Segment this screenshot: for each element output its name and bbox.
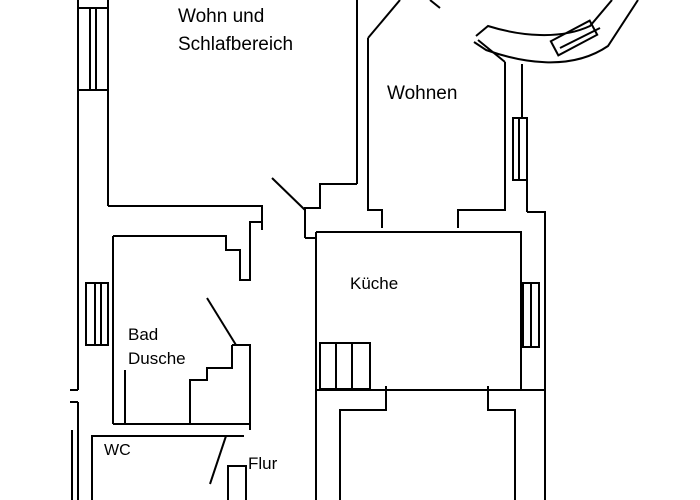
window-kueche-right xyxy=(522,282,540,348)
room-wohnen-walls xyxy=(367,0,506,228)
room-kueche-walls xyxy=(315,231,522,500)
room-wc-walls xyxy=(91,435,247,500)
room-label-wohn-schlaf-line1: Wohn und xyxy=(178,6,265,27)
room-label-dusche: Dusche xyxy=(128,349,186,368)
room-label-wc: WC xyxy=(104,442,131,459)
window-wohnen-right xyxy=(512,117,528,181)
door-wc xyxy=(209,435,227,485)
room-label-wohnen: Wohnen xyxy=(387,83,458,104)
room-label-flur: Flur xyxy=(248,454,278,473)
room-label-bad: Bad xyxy=(128,325,159,344)
bay-window xyxy=(473,0,639,110)
room-bad-walls xyxy=(112,221,263,430)
door-wohn-schlaf xyxy=(271,177,306,211)
room-flur-walls xyxy=(305,237,317,500)
left-exterior-wall xyxy=(77,0,109,500)
right-exterior-wall xyxy=(521,64,546,500)
lower-left-walls xyxy=(70,389,250,500)
room-label-wohn-schlaf-line2: Schlafbereich xyxy=(178,34,294,55)
window-bad-left xyxy=(85,282,109,346)
room-lower-right-walls xyxy=(316,386,545,500)
window-top-left xyxy=(77,7,109,91)
kitchen-stairs xyxy=(319,342,371,390)
room-label-kueche: Küche xyxy=(350,274,399,293)
door-bad xyxy=(206,297,237,346)
